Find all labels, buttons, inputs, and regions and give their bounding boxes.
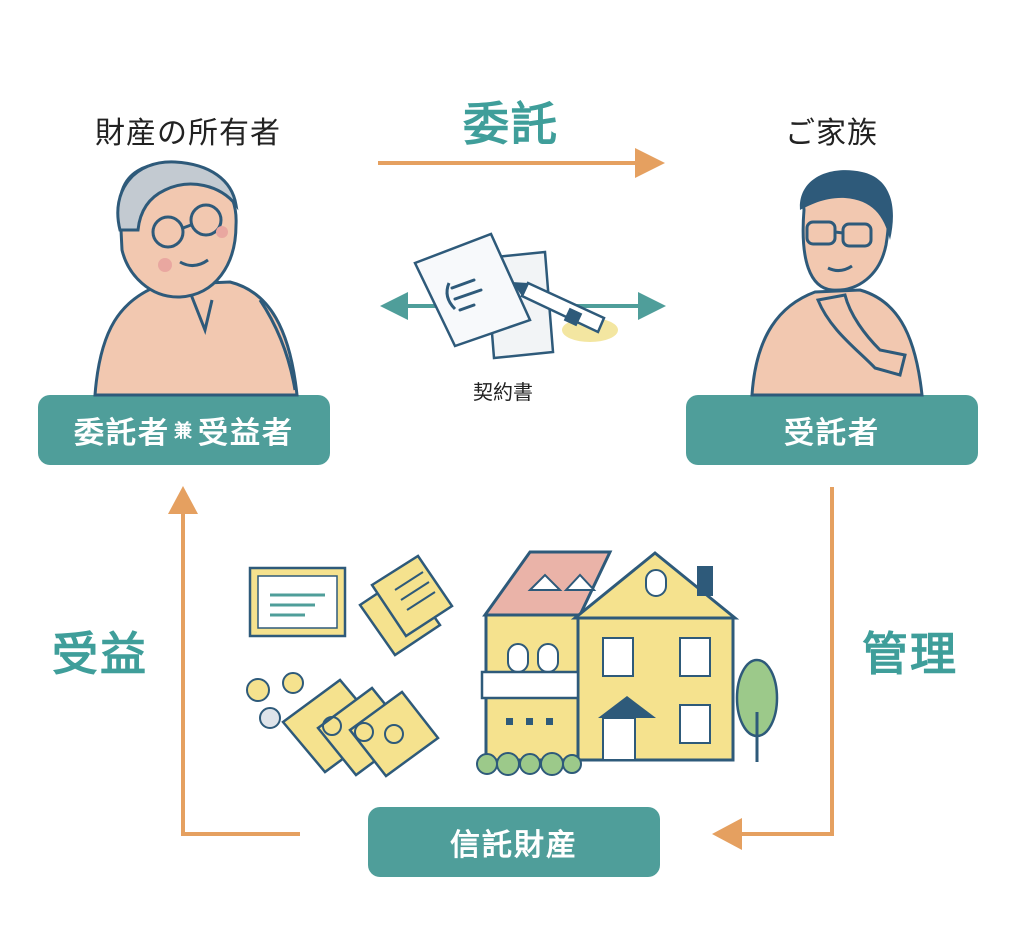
benefit-label: 受益 [52,627,148,681]
certificate-icon [248,566,347,638]
family-heading: ご家族 [785,116,878,151]
tree-icon [735,658,779,762]
manage-label: 管理 [862,627,958,681]
trust-property-text: 信託財産 [450,828,578,863]
family-man-icon [750,170,924,397]
manage-arrow [712,487,834,850]
settlor-beneficiary-box: 委託者兼受益者 [38,395,330,465]
banknotes-icon [281,678,440,778]
coins-icon [246,672,304,729]
trustee-text: 受託者 [784,416,880,451]
benefit-arrow [168,486,300,836]
joiner-text: 兼 [174,421,194,442]
contract-label: 契約書 [473,380,533,404]
stock-documents-icon [358,554,454,657]
entrust-label: 委託 [463,97,559,151]
pen-icon [512,281,618,342]
trustee-box: 受託者 [686,395,978,465]
owner-heading: 財産の所有者 [95,116,281,151]
entrust-arrow [378,148,665,178]
house-icon [476,550,740,776]
contract-document-icon [413,232,555,360]
beneficiary-text: 受益者 [198,416,294,451]
trust-property-box: 信託財産 [368,807,660,877]
elderly-man-icon [93,160,299,397]
settlor-text: 委託者 [74,416,170,451]
